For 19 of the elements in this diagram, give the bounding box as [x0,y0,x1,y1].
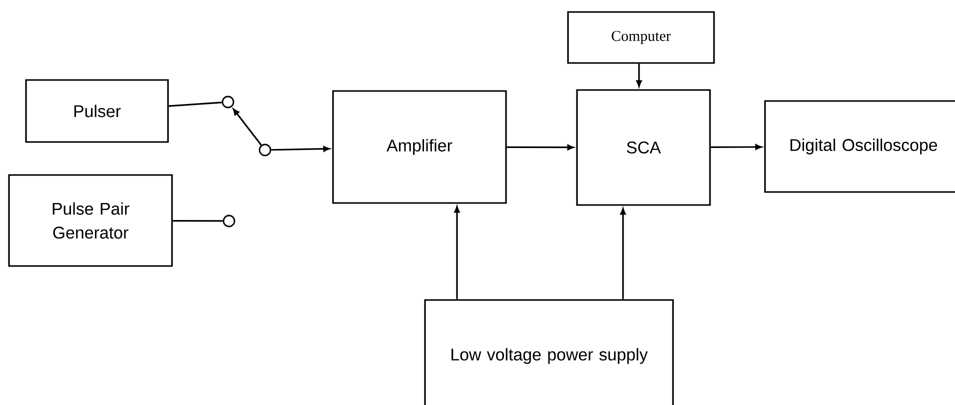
arrow [454,206,460,300]
arrow [710,144,762,150]
process-box: Pulse Pair Generator [8,174,173,267]
terminal-circle [222,214,236,228]
terminal-circle [258,144,272,156]
process-box: SCA [576,89,711,206]
terminal-circle [222,96,234,108]
process-box: Amplifier [332,90,507,204]
arrow [506,144,574,150]
wire [172,220,223,222]
arrow [620,208,626,300]
process-box: Low voltage power supply [424,299,674,405]
process-box: Digital Oscilloscope [764,100,955,193]
arrow [636,64,642,87]
wire [168,102,222,107]
process-box: Computer [567,11,715,64]
process-box: Pulser [25,79,169,143]
switch-lever [232,108,262,146]
arrow [271,146,330,152]
